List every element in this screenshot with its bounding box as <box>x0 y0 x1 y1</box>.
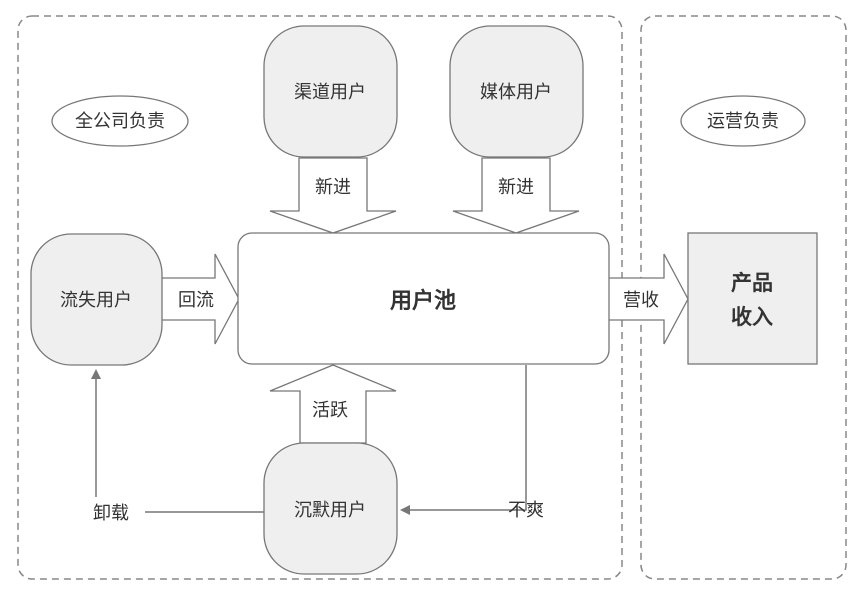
product-revenue-label-line2: 收入 <box>731 305 773 329</box>
unhappy-line <box>483 365 527 511</box>
active-arrow <box>269 364 397 444</box>
new-in-right-arrow <box>452 157 580 234</box>
unhappy-label: 不爽 <box>508 500 544 521</box>
product-revenue-node <box>687 232 818 365</box>
new-in-left-arrow <box>269 157 397 234</box>
channel-users-node <box>263 25 398 158</box>
media-users-label: 媒体用户 <box>480 82 552 103</box>
revenue-flow-arrow <box>607 253 689 345</box>
active-label: 活跃 <box>312 400 348 421</box>
revenue-flow-label: 营收 <box>623 290 659 311</box>
product-revenue-label-line1: 产品 <box>731 271 773 295</box>
channel-users-label: 渠道用户 <box>294 82 366 103</box>
return-flow-label: 回流 <box>178 290 214 311</box>
company-region-label: 全公司负责 <box>75 111 165 132</box>
lost-users-label: 流失用户 <box>60 290 132 311</box>
user-pool-node <box>237 232 610 365</box>
return-flow-arrow <box>160 253 240 345</box>
lost-users-node <box>30 233 163 366</box>
new-in-right-label: 新进 <box>498 177 534 198</box>
uninstall-label: 卸载 <box>93 503 129 524</box>
media-users-node <box>449 25 584 158</box>
operations-region <box>640 15 847 580</box>
operations-region-label-ellipse <box>680 95 806 147</box>
silent-users-node <box>263 442 398 575</box>
company-region-label-ellipse <box>51 95 189 147</box>
operations-region-label: 运营负责 <box>707 111 779 132</box>
user-pool-label: 用户池 <box>390 288 456 314</box>
silent-users-label: 沉默用户 <box>294 500 366 521</box>
new-in-left-label: 新进 <box>315 177 351 198</box>
